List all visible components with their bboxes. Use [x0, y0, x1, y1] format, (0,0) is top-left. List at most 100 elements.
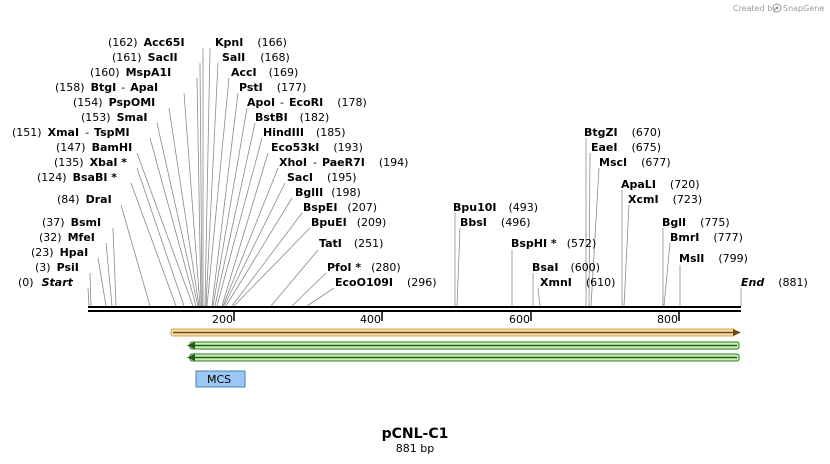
site-name: EcoRI [289, 96, 323, 109]
site-name: BsaBI * [73, 171, 118, 184]
start-name: Start [42, 276, 74, 289]
site-pos: (720) [670, 178, 700, 191]
site-pos: (168) [260, 51, 290, 64]
site-name: BpuEI [311, 216, 347, 229]
site-pos: (124) [37, 171, 67, 184]
site-name: EaeI [591, 141, 618, 154]
credit-prefix: Created by [733, 4, 777, 13]
site-pos: (723) [673, 193, 703, 206]
svg-text:TatI(251): TatI(251) [319, 237, 383, 250]
site-name: BmrI [670, 231, 699, 244]
end-name: End [741, 276, 764, 289]
feature-green-arrow-2[interactable] [187, 353, 740, 362]
snapgene-logo-icon [772, 3, 782, 13]
site-name: XmnI [540, 276, 572, 289]
dna-backbone [88, 306, 741, 312]
site-pos: (182) [300, 111, 330, 124]
site-labels-left: (162)Acc65I KpnI(166) (161)SacII SalI(16… [12, 36, 437, 289]
svg-text:Eco53kI(193): Eco53kI (193) [271, 141, 363, 154]
site-name: TspMI [94, 126, 130, 139]
site-name: BglII [295, 186, 323, 199]
svg-text:(84)DraI: (84) DraI [57, 193, 112, 206]
svg-text:BsaI(600): BsaI(600) [532, 261, 600, 274]
site-pos: (161) [112, 51, 142, 64]
site-name: SacI [287, 171, 313, 184]
site-name: XbaI * [90, 156, 128, 169]
svg-text:AccI(169): AccI(169) [231, 66, 298, 79]
site-pos: (193) [333, 141, 363, 154]
site-name: Acc65I [144, 36, 185, 49]
site-pos: (677) [641, 156, 671, 169]
site-pos: (162) [108, 36, 138, 49]
mcs-feature[interactable]: MCS [195, 370, 246, 388]
site-pos: (496) [501, 216, 531, 229]
site-name: MspA1I [126, 66, 172, 79]
site-name: PaeR7I [322, 156, 365, 169]
site-name: XhoI [279, 156, 307, 169]
site-name: HindIII [263, 126, 304, 139]
svg-text:(32)MfeI: (32)MfeI [39, 231, 95, 244]
site-leader-lines [87, 47, 742, 307]
site-name: Bpu10I [453, 201, 497, 214]
site-pos: (775) [700, 216, 730, 229]
axis-tick-label: 200 [212, 313, 233, 326]
site-pos: (195) [327, 171, 357, 184]
site-pos: (166) [257, 36, 287, 49]
svg-text:BmrI(777): BmrI(777) [670, 231, 743, 244]
svg-text:EaeI(675): EaeI (675) [591, 141, 661, 154]
svg-text:ApoI-EcoRI(178): ApoI-EcoRI(178) [247, 96, 367, 109]
site-name: DraI [86, 193, 112, 206]
site-pos: (185) [316, 126, 346, 139]
site-pos: (572) [567, 237, 597, 250]
axis-tick-label: 400 [360, 313, 381, 326]
site-sep: - [121, 81, 125, 94]
site-pos: (84) [57, 193, 80, 206]
site-name: BtgZI [584, 126, 618, 139]
svg-text:BpuEI(209): BpuEI(209) [311, 216, 386, 229]
start-label: (0)Start [18, 276, 74, 289]
site-pos: (675) [632, 141, 662, 154]
svg-text:XcmI(723): XcmI (723) [628, 193, 702, 206]
svg-text:(161)SacII: (161) SacII [112, 51, 178, 64]
site-pos: (194) [379, 156, 409, 169]
svg-text:SacI(195): SacI (195) [287, 171, 357, 184]
site-pos: (169) [269, 66, 299, 79]
site-name: PsiI [57, 261, 79, 274]
feature-orange-arrow[interactable] [170, 328, 741, 337]
site-sep: - [280, 96, 284, 109]
svg-text:(135)XbaI *: (135)XbaI * [54, 156, 127, 169]
site-name: PfoI * [327, 261, 361, 274]
site-name: ApaLI [621, 178, 656, 191]
svg-text:HindIII(185): HindIII (185) [263, 126, 346, 139]
site-name: SacII [148, 51, 178, 64]
site-name: BbsI [460, 216, 487, 229]
svg-text:BspHI *(572): BspHI *(572) [511, 237, 596, 250]
svg-text:MslI(799): MslI(799) [679, 252, 748, 265]
site-name: EcoO109I [335, 276, 393, 289]
site-pos: (600) [570, 261, 600, 274]
site-pos: (610) [586, 276, 616, 289]
site-name: TatI [319, 237, 342, 250]
site-name: PstI [239, 81, 263, 94]
site-name: Eco53kI [271, 141, 319, 154]
svg-text:(23)HpaI: (23)HpaI [31, 246, 88, 259]
site-sep: - [313, 156, 317, 169]
site-pos: (160) [90, 66, 120, 79]
svg-text:(158)BtgI-ApaI: (158)BtgI-ApaI [55, 81, 158, 94]
site-name: BspEI [303, 201, 337, 214]
svg-text:(154)PspOMI: (154)PspOMI [73, 96, 155, 109]
site-name: SmaI [117, 111, 148, 124]
site-name: BglI [662, 216, 686, 229]
svg-text:(37)BsmI: (37)BsmI [42, 216, 101, 229]
site-pos: (37) [42, 216, 65, 229]
feature-green-arrow-1[interactable] [187, 341, 740, 350]
site-name: XmaI [48, 126, 79, 139]
site-pos: (178) [337, 96, 367, 109]
mcs-label: MCS [207, 373, 231, 386]
svg-text:BbsI(496): BbsI (496) [460, 216, 531, 229]
axis-ticks [233, 312, 680, 321]
axis-tick-label: 800 [657, 313, 678, 326]
site-name: XcmI [628, 193, 659, 206]
site-pos: (158) [55, 81, 85, 94]
